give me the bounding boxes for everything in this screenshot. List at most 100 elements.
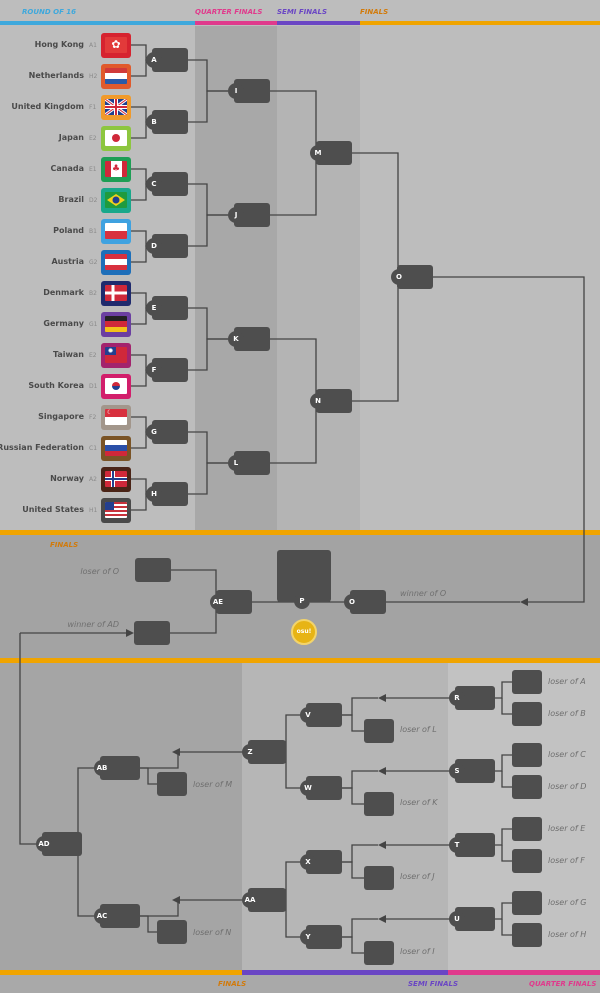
note-loser-of-j: loser of J (400, 872, 435, 881)
team-name: Taiwan (52, 350, 84, 359)
footer-quarter-finals: QUARTER FINALS (529, 980, 597, 988)
team-seed: H1 (89, 507, 98, 514)
match-ad-label: AD (38, 840, 50, 848)
japan-flag-icon (101, 126, 131, 151)
team-name: Denmark (43, 288, 84, 297)
match-p-label: P (299, 597, 305, 605)
loser-slot-v (364, 719, 394, 743)
match-d-label: D (151, 242, 157, 250)
match-k-badge (228, 331, 244, 347)
match-ae-badge (210, 594, 226, 610)
match-e-badge (146, 300, 162, 316)
match-v-label: V (305, 711, 311, 719)
team-seed: F1 (89, 104, 97, 111)
denmark-flag-icon (101, 281, 131, 306)
loser-slot-s-1 (512, 743, 542, 767)
match-l-badge (228, 455, 244, 471)
match-h-badge (146, 486, 162, 502)
loser-slot-u-1 (512, 891, 542, 915)
note-winner-of-o: winner of O (400, 589, 447, 598)
match-x-label: X (305, 858, 311, 866)
singapore-flag-icon: ☾ (101, 405, 131, 430)
note-loser-of-g: loser of G (548, 898, 587, 907)
taiwan-flag-icon: ✹ (101, 343, 131, 368)
match-ac-label: AC (96, 912, 108, 920)
team-name: Brazil (58, 195, 84, 204)
team-name: Netherlands (28, 71, 84, 80)
loser-slot-u-2 (512, 923, 542, 947)
loser-of-o-slot (135, 558, 171, 582)
match-y-badge (300, 929, 316, 945)
match-a-label: A (151, 56, 157, 64)
match-j-badge (228, 207, 244, 223)
match-n-label: N (315, 397, 321, 405)
match-h-label: H (151, 490, 157, 498)
poland-flag-icon (101, 219, 131, 244)
match-t-badge (449, 837, 465, 853)
united-kingdom-flag-icon (101, 95, 131, 120)
osu-logo-icon: osu! (291, 619, 317, 645)
match-x-badge (300, 854, 316, 870)
match-w-badge (300, 780, 316, 796)
team-seed: H2 (89, 73, 98, 80)
team-seed: B1 (89, 228, 97, 235)
team-name: Canada (50, 164, 85, 173)
match-g-badge (146, 424, 162, 440)
team-seed: C1 (89, 445, 98, 452)
team-seed: G1 (89, 321, 98, 328)
team-seed: E1 (89, 166, 97, 173)
hong-kong-flag-icon: ✿ (101, 33, 131, 58)
loser-slot-y (364, 941, 394, 965)
loser-of-n-slot (157, 920, 187, 944)
note-loser-of-f: loser of F (548, 856, 585, 865)
match-u-label: U (454, 915, 460, 923)
loser-slot-r-2 (512, 702, 542, 726)
header-finals: FINALS (360, 8, 389, 16)
match-o-right-label: O (349, 598, 355, 606)
match-r-label: R (454, 694, 460, 702)
team-seed: E2 (89, 135, 97, 142)
loser-slot-x (364, 866, 394, 890)
match-aa-label: AA (244, 896, 256, 904)
match-c-badge (146, 176, 162, 192)
team-seed: A2 (89, 476, 97, 483)
match-z-label: Z (247, 748, 253, 756)
team-name: Japan (58, 133, 84, 142)
austria-flag-icon (101, 250, 131, 275)
match-i-badge (228, 83, 244, 99)
loser-slot-t-1 (512, 817, 542, 841)
team-name: Russian Federation (0, 443, 84, 452)
match-z-badge (242, 744, 258, 760)
note-loser-of-o: loser of O (80, 567, 119, 576)
note-loser-of-n: loser of N (193, 928, 232, 937)
united-states-flag-icon (101, 498, 131, 523)
match-c-label: C (151, 180, 157, 188)
match-p-badge (294, 593, 310, 609)
norway-flag-icon (101, 467, 131, 492)
netherlands-flag-icon (101, 64, 131, 89)
note-loser-of-m: loser of M (193, 780, 233, 789)
match-e-label: E (151, 304, 157, 312)
match-t-label: T (454, 841, 460, 849)
match-k-label: K (233, 335, 239, 343)
team-name: Hong Kong (34, 40, 84, 49)
match-b-label: B (151, 118, 157, 126)
loser-slot-w (364, 792, 394, 816)
match-s-badge (449, 763, 465, 779)
match-a-badge (146, 52, 162, 68)
footer-finals: FINALS (218, 980, 247, 988)
match-m-label: M (314, 149, 322, 157)
match-ad-badge (36, 836, 52, 852)
team-name: South Korea (28, 381, 84, 390)
note-loser-of-e: loser of E (548, 824, 586, 833)
header-quarter-finals: QUARTER FINALS (195, 8, 263, 16)
south-korea-flag-icon (101, 374, 131, 399)
match-o-right-badge (344, 594, 360, 610)
team-name: Norway (50, 474, 84, 483)
loser-slot-t-2 (512, 849, 542, 873)
match-ab-badge (94, 760, 110, 776)
match-f-label: F (151, 366, 157, 374)
note-loser-of-h: loser of H (548, 930, 587, 939)
note-loser-of-i: loser of I (400, 947, 435, 956)
